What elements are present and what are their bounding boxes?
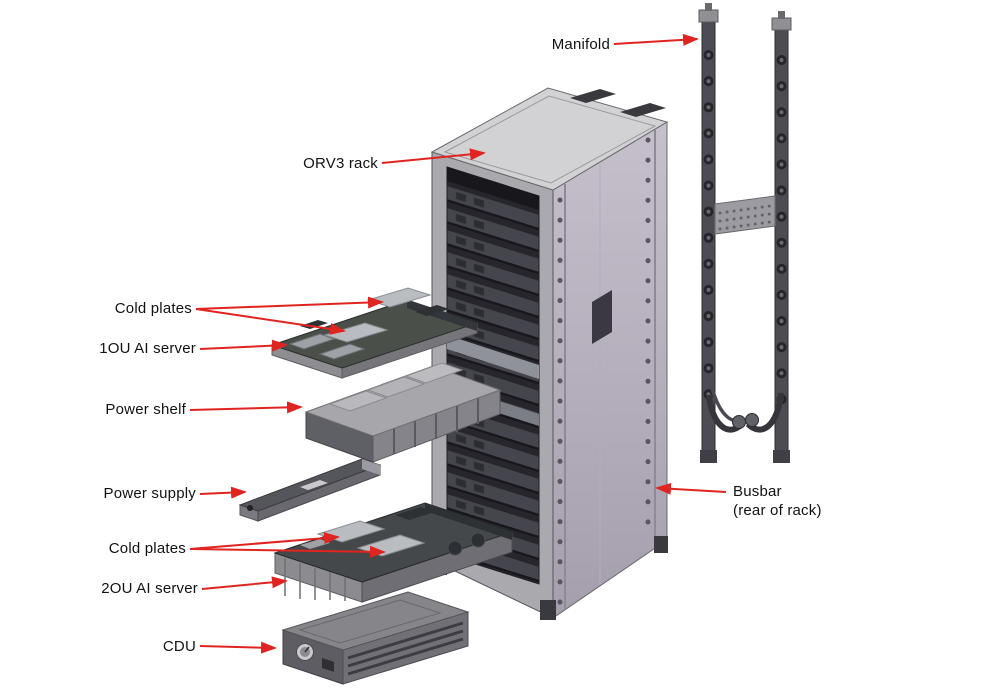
label-cold-plates-top: Cold plates <box>114 300 192 317</box>
power-supply-label <box>300 480 328 490</box>
hose-fitting-1 <box>732 415 746 429</box>
label-orv3-rack: ORV3 rack <box>303 155 378 172</box>
arrow-busbar <box>655 482 727 495</box>
orv3-rack <box>430 87 669 620</box>
arrow-cold-plates-top-b <box>195 308 346 335</box>
server-2ou-fan-1 <box>447 540 463 556</box>
arrow-power-supply <box>199 486 247 499</box>
power-module-3 <box>404 362 464 384</box>
label-power-supply: Power supply <box>103 485 196 502</box>
rack-side-window <box>592 290 612 344</box>
arrow-2ou-server <box>201 576 288 590</box>
arrow-1ou-server <box>199 339 288 352</box>
power-module-2 <box>366 376 426 398</box>
rack-side-face <box>552 121 668 619</box>
cold-plate-1ou-b <box>323 322 389 343</box>
label-busbar-line1: Busbar <box>733 483 782 500</box>
hose-fitting-2 <box>745 413 759 427</box>
label-1ou-ai-server: 1OU AI server <box>99 340 196 357</box>
manifold-crossbar <box>714 195 776 235</box>
server-2ou <box>273 502 514 603</box>
rack-foot-right <box>654 536 668 553</box>
arrow-cold-plates-bottom-a <box>189 532 340 550</box>
rack-top-vent-2 <box>620 103 666 117</box>
label-power-shelf: Power shelf <box>105 401 186 418</box>
power-shelf <box>304 362 502 463</box>
arrow-cold-plates-top-a <box>195 296 384 310</box>
server-1ou <box>270 287 479 379</box>
arrow-manifold <box>613 33 699 46</box>
arrow-cdu <box>199 641 277 654</box>
annotation-arrows <box>189 33 727 654</box>
server-2ou-fan-2 <box>470 532 486 548</box>
server-1ou-heatsink-1 <box>288 333 336 350</box>
power-module-1 <box>328 390 388 412</box>
label-2ou-ai-server: 2OU AI server <box>101 580 198 597</box>
rack-top-vent-1 <box>570 89 616 103</box>
label-manifold: Manifold <box>551 36 610 53</box>
cdu-unit <box>281 591 470 685</box>
rack-top-face <box>430 87 669 191</box>
arrow-cold-plates-bottom-b <box>189 545 386 558</box>
rack-foot-mid <box>540 600 556 620</box>
rack-silver-unit-1 <box>447 335 539 379</box>
label-busbar-line2: (rear of rack) <box>733 501 822 519</box>
manifold-hose-right <box>745 392 784 433</box>
arrow-orv3-rack <box>381 148 486 164</box>
server-1ou-heatsink-2 <box>318 343 366 360</box>
manifold-assembly <box>698 3 792 463</box>
power-supply <box>238 458 382 522</box>
arrow-power-shelf <box>189 401 303 414</box>
label-cold-plates-bottom: Cold plates <box>108 540 186 557</box>
label-cdu: CDU <box>162 638 196 655</box>
cdu-top <box>281 591 470 651</box>
label-busbar: Busbar (rear of rack) <box>733 483 903 521</box>
